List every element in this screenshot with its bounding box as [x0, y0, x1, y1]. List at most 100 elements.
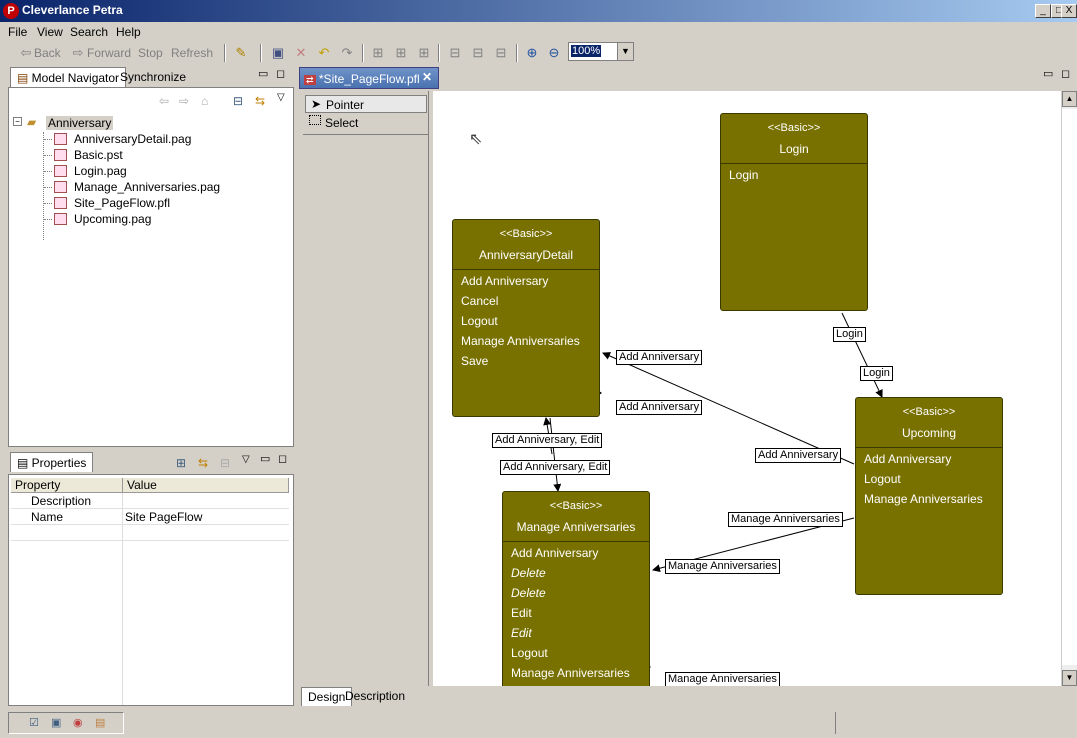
- column-header-value[interactable]: Value: [123, 478, 289, 493]
- refresh-button[interactable]: Refresh: [171, 46, 214, 60]
- scroll-up-icon[interactable]: ▲: [1062, 91, 1077, 107]
- restore-default-icon[interactable]: ⊟: [220, 456, 231, 470]
- forward-button[interactable]: Forward: [87, 46, 132, 60]
- edge-label[interactable]: Manage Anniversaries: [665, 672, 780, 686]
- node-action[interactable]: Save: [461, 354, 489, 368]
- tab-synchronize[interactable]: Synchronize: [120, 70, 187, 84]
- node-action[interactable]: Add Anniversary: [511, 546, 599, 560]
- menu-help[interactable]: Help: [116, 25, 141, 39]
- menu-search[interactable]: Search: [70, 25, 109, 39]
- edge-label[interactable]: Add Anniversary, Edit: [492, 433, 603, 448]
- maximize-view-icon[interactable]: ◻: [1061, 68, 1071, 80]
- stop-button[interactable]: Stop: [138, 46, 163, 60]
- edge-label[interactable]: Login: [833, 327, 866, 342]
- error-log-icon[interactable]: ◉: [73, 717, 83, 729]
- edge-login-upcoming[interactable]: [841, 312, 883, 398]
- menu-view[interactable]: View: [37, 25, 63, 39]
- node-action[interactable]: Add Anniversary: [864, 452, 952, 466]
- pin-icon[interactable]: ✎: [235, 45, 247, 60]
- edge-label[interactable]: Add Anniversary, Edit: [500, 460, 611, 475]
- node-action[interactable]: Manage Anniversaries: [511, 666, 630, 680]
- scroll-down-icon[interactable]: ▼: [1062, 670, 1077, 686]
- maximize-view-icon[interactable]: ◻: [278, 453, 288, 465]
- node-action[interactable]: Login: [729, 168, 759, 182]
- view-menu-icon[interactable]: ▽: [242, 454, 250, 465]
- bookmark-icon[interactable]: ▤: [95, 717, 106, 729]
- node-action[interactable]: Logout: [864, 472, 901, 486]
- align-bottom-icon[interactable]: ⊟: [495, 45, 507, 60]
- close-button[interactable]: X: [1061, 4, 1077, 18]
- collapse-all-icon[interactable]: ⊟: [233, 94, 244, 108]
- back-arrow-icon[interactable]: ⇦: [159, 94, 170, 108]
- zoom-out-icon[interactable]: ⊖: [548, 45, 560, 60]
- node-action[interactable]: Delete: [511, 566, 546, 580]
- edge-label[interactable]: Manage Anniversaries: [728, 512, 843, 527]
- align-center-icon[interactable]: ⊞: [395, 45, 407, 60]
- node-action[interactable]: Logout: [461, 314, 498, 328]
- minimize-view-icon[interactable]: ▭: [260, 453, 271, 465]
- tree-file-item[interactable]: Manage_Anniversaries.pag: [13, 179, 293, 195]
- edge-upcoming-detail[interactable]: [602, 352, 855, 465]
- maximize-view-icon[interactable]: ◻: [276, 68, 286, 80]
- tree-file-item[interactable]: AnniversaryDetail.pag: [13, 131, 293, 147]
- palette-pointer[interactable]: ➤ Pointer: [305, 95, 427, 113]
- align-middle-icon[interactable]: ⊟: [472, 45, 484, 60]
- edge-label[interactable]: Manage Anniversaries: [665, 559, 780, 574]
- node-action[interactable]: Edit: [511, 626, 532, 640]
- edge-label[interactable]: Add Anniversary: [616, 350, 703, 365]
- collapse-icon[interactable]: −: [13, 117, 22, 126]
- zoom-in-icon[interactable]: ⊕: [526, 45, 538, 60]
- forward-arrow-icon[interactable]: ⇨: [179, 94, 190, 108]
- minimize-button[interactable]: _: [1035, 4, 1051, 18]
- column-header-property[interactable]: Property: [11, 478, 123, 493]
- node-action[interactable]: Manage Anniversaries: [461, 334, 580, 348]
- tab-site-pageflow[interactable]: ⇄ *Site_PageFlow.pfl ✕: [299, 67, 439, 89]
- vertical-scrollbar[interactable]: ▲ ▼: [1061, 91, 1077, 686]
- node-action[interactable]: Add Anniversary: [461, 274, 549, 288]
- node-action[interactable]: Cancel: [461, 294, 499, 308]
- node-action[interactable]: Logout: [511, 646, 548, 660]
- tree-file-item[interactable]: Upcoming.pag: [13, 211, 293, 227]
- close-icon[interactable]: ✕: [421, 70, 432, 84]
- minimize-view-icon[interactable]: ▭: [258, 68, 269, 80]
- edge-label[interactable]: Add Anniversary: [755, 448, 842, 463]
- advanced-icon[interactable]: ⇆: [198, 456, 209, 470]
- task-icon[interactable]: ☑: [29, 717, 39, 729]
- minimize-view-icon[interactable]: ▭: [1043, 68, 1054, 80]
- edge-label[interactable]: Add Anniversary: [616, 400, 703, 415]
- palette-select[interactable]: Select: [305, 114, 427, 132]
- align-top-icon[interactable]: ⊟: [449, 45, 461, 60]
- tree-file-item[interactable]: Basic.pst: [13, 147, 293, 163]
- back-button[interactable]: Back: [34, 46, 61, 60]
- node-action[interactable]: Delete: [511, 586, 546, 600]
- redo-icon[interactable]: ↷: [341, 45, 353, 60]
- view-menu-icon[interactable]: ▽: [277, 92, 285, 103]
- delete-icon[interactable]: ✕: [295, 45, 307, 60]
- edge-detail-manage[interactable]: [549, 417, 562, 492]
- node-action[interactable]: Manage Anniversaries: [864, 492, 983, 506]
- align-right-icon[interactable]: ⊞: [418, 45, 430, 60]
- tree-root-anniversary[interactable]: − ▰ Anniversary: [13, 115, 293, 131]
- tab-model-navigator[interactable]: ▤ Model Navigator: [10, 67, 127, 87]
- tree-file-item[interactable]: Site_PageFlow.pfl: [13, 195, 293, 211]
- zoom-combobox[interactable]: 100% ▼: [568, 42, 634, 61]
- align-left-icon[interactable]: ⊞: [372, 45, 384, 60]
- table-row[interactable]: Description: [11, 493, 289, 509]
- property-value[interactable]: Site PageFlow: [125, 510, 203, 524]
- tree-file-item[interactable]: Login.pag: [13, 163, 293, 179]
- menu-file[interactable]: File: [8, 25, 28, 39]
- scroll-thumb[interactable]: [1062, 109, 1077, 665]
- tab-description[interactable]: Description: [345, 689, 406, 703]
- undo-icon[interactable]: ↶: [318, 45, 330, 60]
- link-editor-icon[interactable]: ⇆: [255, 94, 266, 108]
- edge-label[interactable]: Login: [860, 366, 893, 381]
- tab-design[interactable]: Design: [301, 687, 353, 706]
- node-action[interactable]: Edit: [511, 606, 532, 620]
- categories-icon[interactable]: ⊞: [176, 456, 187, 470]
